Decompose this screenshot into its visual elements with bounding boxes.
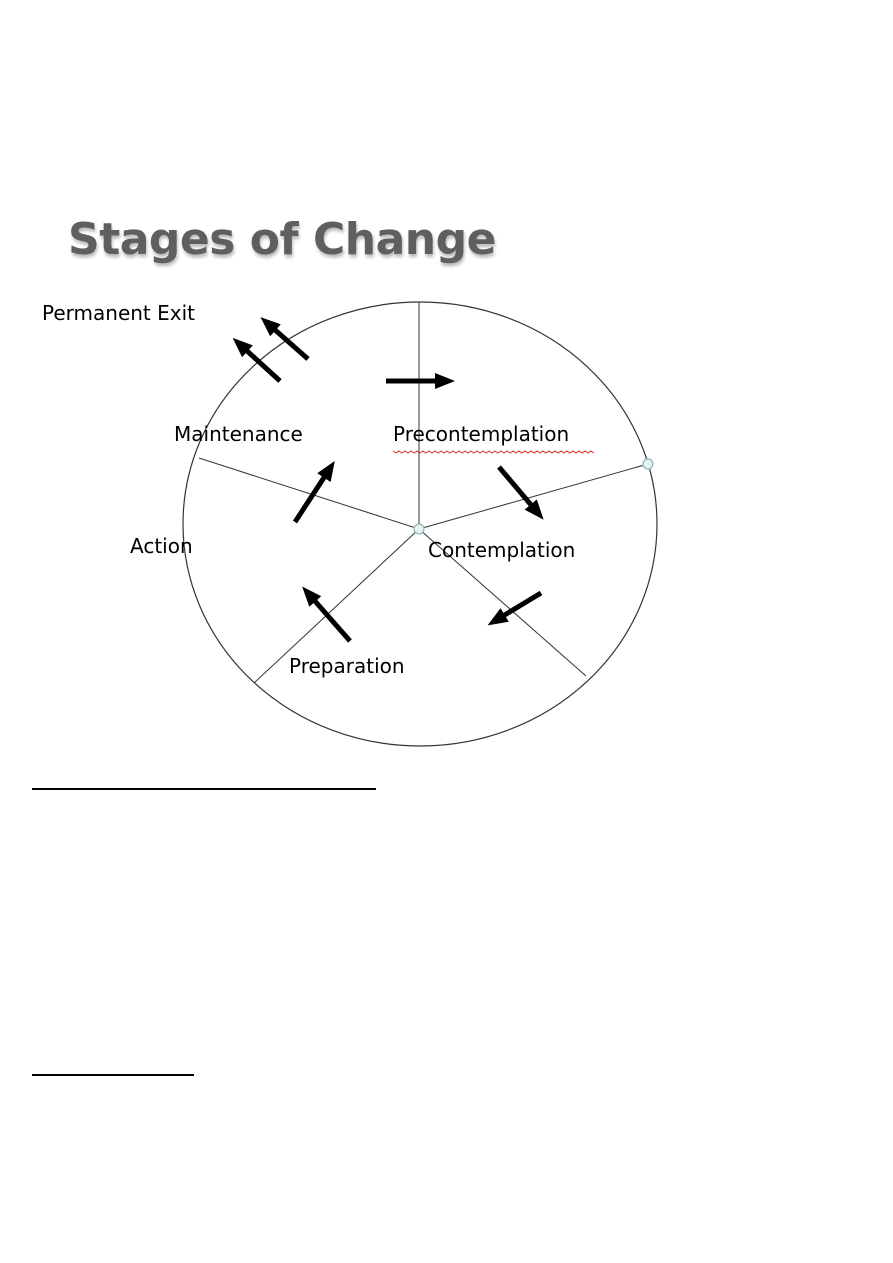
arrow-to-action xyxy=(302,586,352,643)
divider-lower-right xyxy=(418,528,587,677)
center-handle[interactable] xyxy=(413,523,425,535)
label-contemplation: Contemplation xyxy=(428,538,575,562)
divider-lower-left xyxy=(253,528,420,684)
edge-handle[interactable] xyxy=(642,458,654,470)
answer-line-1 xyxy=(32,788,376,790)
arrow-to-maintenance xyxy=(292,460,335,524)
label-maintenance: Maintenance xyxy=(174,422,303,446)
label-precontemplation: Precontemplation xyxy=(393,422,569,446)
answer-line-2 xyxy=(32,1074,194,1076)
arrow-to-contemplation xyxy=(497,465,544,520)
arrow-to-preparation xyxy=(487,590,543,626)
arrow-maintenance-to-exit-1 xyxy=(232,337,282,383)
label-action: Action xyxy=(130,534,193,558)
spellcheck-underline xyxy=(392,450,595,454)
label-permanent-exit: Permanent Exit xyxy=(42,301,195,325)
arrow-maintenance-to-exit-2 xyxy=(260,317,310,361)
label-preparation: Preparation xyxy=(289,654,405,678)
cycle-circle xyxy=(182,301,658,747)
divider-right xyxy=(418,463,649,530)
divider-left xyxy=(198,457,420,530)
page-title: Stages of Change xyxy=(68,214,496,265)
